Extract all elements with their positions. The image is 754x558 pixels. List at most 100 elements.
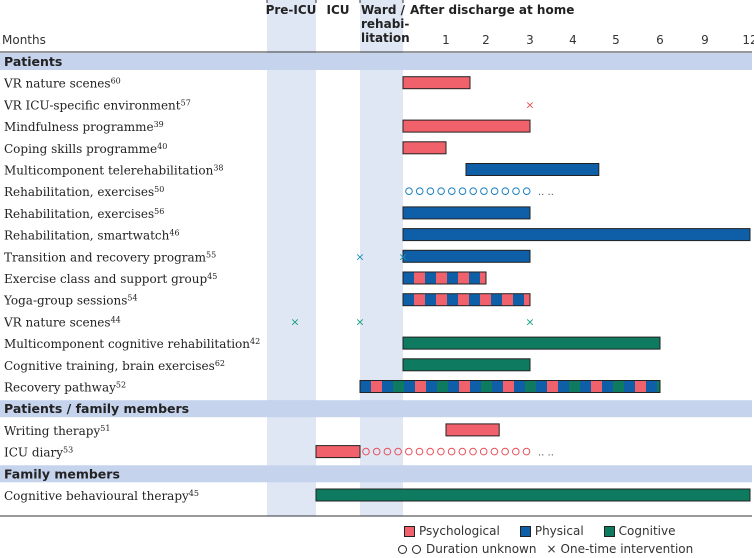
row-label: Rehabilitation, exercises56 <box>4 206 164 221</box>
unknown-duration-ring <box>447 447 456 456</box>
one-time-x-icon: × <box>398 250 407 263</box>
bar-segment <box>436 293 447 306</box>
row-ref: 45 <box>189 489 199 498</box>
row-ref: 54 <box>127 293 137 302</box>
bar-psychological <box>402 141 447 155</box>
bar-segment <box>491 293 502 306</box>
bar-segment <box>591 380 602 393</box>
legend-unknown-ring-1 <box>398 544 407 554</box>
bar-segment <box>371 380 382 393</box>
bar-physical <box>402 249 531 263</box>
bar-segment <box>447 272 458 284</box>
bar-segment <box>415 380 426 393</box>
row-label: ICU diary53 <box>4 445 73 460</box>
row-label: Coping skills programme40 <box>4 141 167 156</box>
row-ref: 46 <box>169 228 179 237</box>
unknown-duration-ring <box>426 447 435 456</box>
bar-segment <box>547 380 558 393</box>
bar-psychological <box>402 119 531 133</box>
bar-segment <box>602 380 613 393</box>
bar-segment <box>514 380 525 393</box>
month-tick-label: 2 <box>482 33 490 47</box>
row-label: Multicomponent telerehabilitation38 <box>4 163 224 178</box>
row-label: Rehabilitation, smartwatch46 <box>4 228 180 243</box>
section-band <box>0 465 752 483</box>
month-tick-label: 12 <box>742 33 754 47</box>
bar-segment <box>437 380 448 393</box>
row-label: Recovery pathway52 <box>4 380 126 395</box>
row-ref: 45 <box>207 272 217 281</box>
header-icu: ICU <box>326 3 349 17</box>
one-time-x-icon: × <box>525 98 534 111</box>
row-ref: 40 <box>157 141 167 150</box>
month-tick-label: 5 <box>612 33 620 47</box>
unknown-duration-ring <box>437 447 445 456</box>
bar-segment <box>558 380 569 393</box>
bar-segment <box>458 293 469 306</box>
unknown-duration-ring <box>469 447 477 456</box>
bar-segment <box>436 272 447 284</box>
header-ward-line: Ward / <box>361 3 406 17</box>
bar-segment <box>480 293 491 306</box>
unknown-duration-ring <box>501 447 509 456</box>
row-ref: 52 <box>116 380 126 389</box>
one-time-x-icon: × <box>355 250 364 263</box>
unknown-duration-ring <box>372 447 381 456</box>
bar-outline <box>402 293 531 307</box>
unknown-duration-ring <box>448 187 456 195</box>
bar-segment <box>425 272 436 284</box>
one-time-x-icon: × <box>525 315 534 328</box>
row-label: VR nature scenes60 <box>3 76 121 91</box>
bar-segment <box>414 293 425 306</box>
bar-segment <box>469 272 480 284</box>
header-ward-line: litation <box>361 31 410 45</box>
unknown-duration-ring <box>437 187 445 195</box>
legend: Psychological Physical Cognitive Duratio… <box>396 522 736 558</box>
bar-segment <box>403 293 414 306</box>
row-ref: 51 <box>100 423 110 432</box>
legend-psychological-label: Psychological <box>419 524 500 538</box>
unknown-duration-ring <box>501 187 510 195</box>
bar-physical <box>465 163 600 176</box>
bar-segment <box>569 380 580 393</box>
bar-cognitive <box>402 358 531 372</box>
row-ref: 50 <box>154 185 164 194</box>
unknown-duration-ring <box>394 447 402 456</box>
unknown-duration-ring <box>512 447 520 456</box>
legend-unknown-ring-2 <box>412 544 421 554</box>
unknown-duration-ring <box>415 187 424 195</box>
legend-row-types: Psychological Physical Cognitive <box>404 524 675 538</box>
row-ref: 38 <box>213 163 223 172</box>
row-label: Cognitive behavioural therapy45 <box>4 489 199 504</box>
unknown-duration-ring <box>490 447 499 456</box>
header-after-discharge: After discharge at home <box>410 3 574 17</box>
bar-segment <box>469 293 480 306</box>
unknown-duration-ring <box>405 187 413 195</box>
months-label: Months <box>2 33 46 47</box>
unknown-duration-ring <box>522 447 531 456</box>
header-pre-icu: Pre-ICU <box>266 3 317 17</box>
legend-one-time-label: One-time intervention <box>560 542 694 556</box>
row-label: Rehabilitation, exercises50 <box>4 185 164 200</box>
header-ward-line: rehabi- <box>361 17 409 31</box>
section-title: Family members <box>4 466 120 481</box>
unknown-duration-ring <box>458 447 467 456</box>
unknown-duration-ring <box>383 447 392 456</box>
bar-cognitive <box>402 336 661 350</box>
row-label: Cognitive training, brain exercises62 <box>4 358 225 373</box>
unknown-duration-ring <box>458 187 467 195</box>
bar-segment <box>646 380 657 393</box>
bar-psychological <box>402 76 471 90</box>
unknown-duration-ring <box>522 187 531 195</box>
row-ref: 56 <box>154 206 164 215</box>
pre-icu-shade <box>267 0 316 516</box>
bar-segment <box>425 293 436 306</box>
unknown-duration-ring <box>426 187 435 195</box>
unknown-duration-ring <box>480 187 488 195</box>
legend-unknown-label: Duration unknown <box>426 542 537 556</box>
bar-segment <box>502 293 513 306</box>
bar-segment <box>657 380 660 393</box>
row-label: VR nature scenes44 <box>3 315 121 330</box>
bar-psychological <box>315 445 361 459</box>
